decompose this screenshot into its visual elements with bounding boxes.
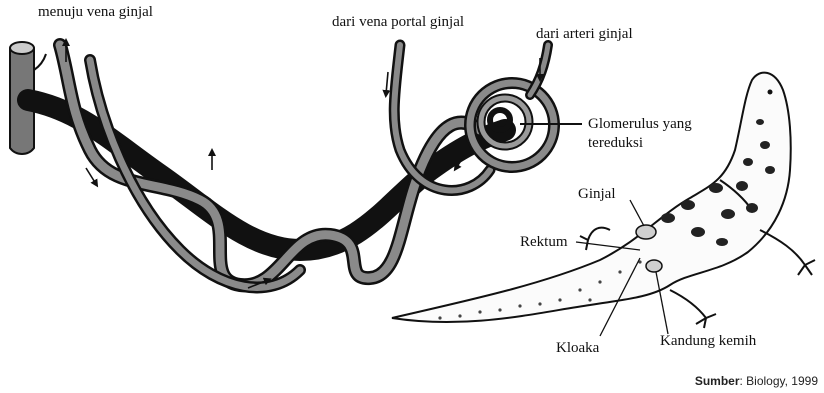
reduced-glomerulus — [470, 45, 582, 167]
source-text: : Biology, 1999 — [740, 374, 819, 388]
lizard-illustration — [392, 73, 815, 336]
label-reduced-glomerulus-line1: Glomerulus yang — [588, 116, 692, 133]
bladder-organ — [646, 260, 662, 272]
label-kidney: Ginjal — [578, 186, 616, 203]
label-reduced-glomerulus-line2: tereduksi — [588, 135, 643, 152]
kidney-organ — [636, 225, 656, 239]
label-from-renal-artery: dari arteri ginjal — [536, 26, 633, 43]
source-prefix: Sumber — [695, 374, 740, 388]
nephron-illustration — [10, 42, 582, 288]
label-from-renal-portal-vein: dari vena portal ginjal — [332, 14, 464, 31]
label-cloaca: Kloaka — [556, 340, 599, 357]
source-caption: Sumber: Biology, 1999 — [695, 374, 818, 388]
label-urinary-bladder: Kandung kemih — [660, 333, 756, 350]
label-to-renal-vein: menuju vena ginjal — [38, 4, 153, 21]
label-rectum: Rektum — [520, 234, 568, 251]
